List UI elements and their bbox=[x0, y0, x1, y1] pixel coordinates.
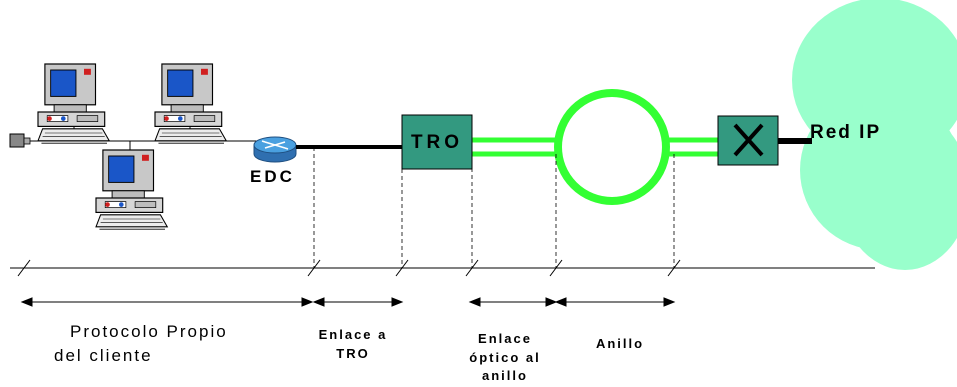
span-arrows bbox=[20, 297, 676, 307]
dashed-markers bbox=[313, 147, 675, 268]
tro-box bbox=[401, 114, 473, 170]
enlace-optico-label-line3: anillo bbox=[482, 368, 528, 383]
enlace-optico-label-line2: óptico al bbox=[469, 350, 541, 365]
lan-terminator-icon bbox=[9, 133, 25, 148]
red-ip-label: Red IP bbox=[810, 122, 882, 143]
anillo-label: Anillo bbox=[595, 336, 645, 351]
cross-switch-icon bbox=[717, 115, 779, 166]
ring-icon bbox=[554, 89, 670, 205]
edc-label: EDC bbox=[250, 167, 295, 186]
computer-icon bbox=[95, 149, 168, 230]
protocolo-label-line2: del cliente bbox=[54, 346, 153, 365]
computer-icon bbox=[154, 63, 227, 144]
enlace-tro-label-line1: Enlace a bbox=[318, 327, 388, 342]
computer-icon bbox=[37, 63, 110, 144]
router-icon bbox=[253, 136, 297, 163]
enlace-tro-label-line2: TRO bbox=[336, 346, 370, 361]
baseline-ticks bbox=[17, 259, 681, 277]
enlace-optico-label-line1: Enlace bbox=[478, 331, 532, 346]
protocolo-label-line1: Protocolo Propio bbox=[70, 322, 228, 341]
red-ip-cloud bbox=[792, 0, 957, 270]
tro-label: TRO bbox=[410, 132, 464, 153]
